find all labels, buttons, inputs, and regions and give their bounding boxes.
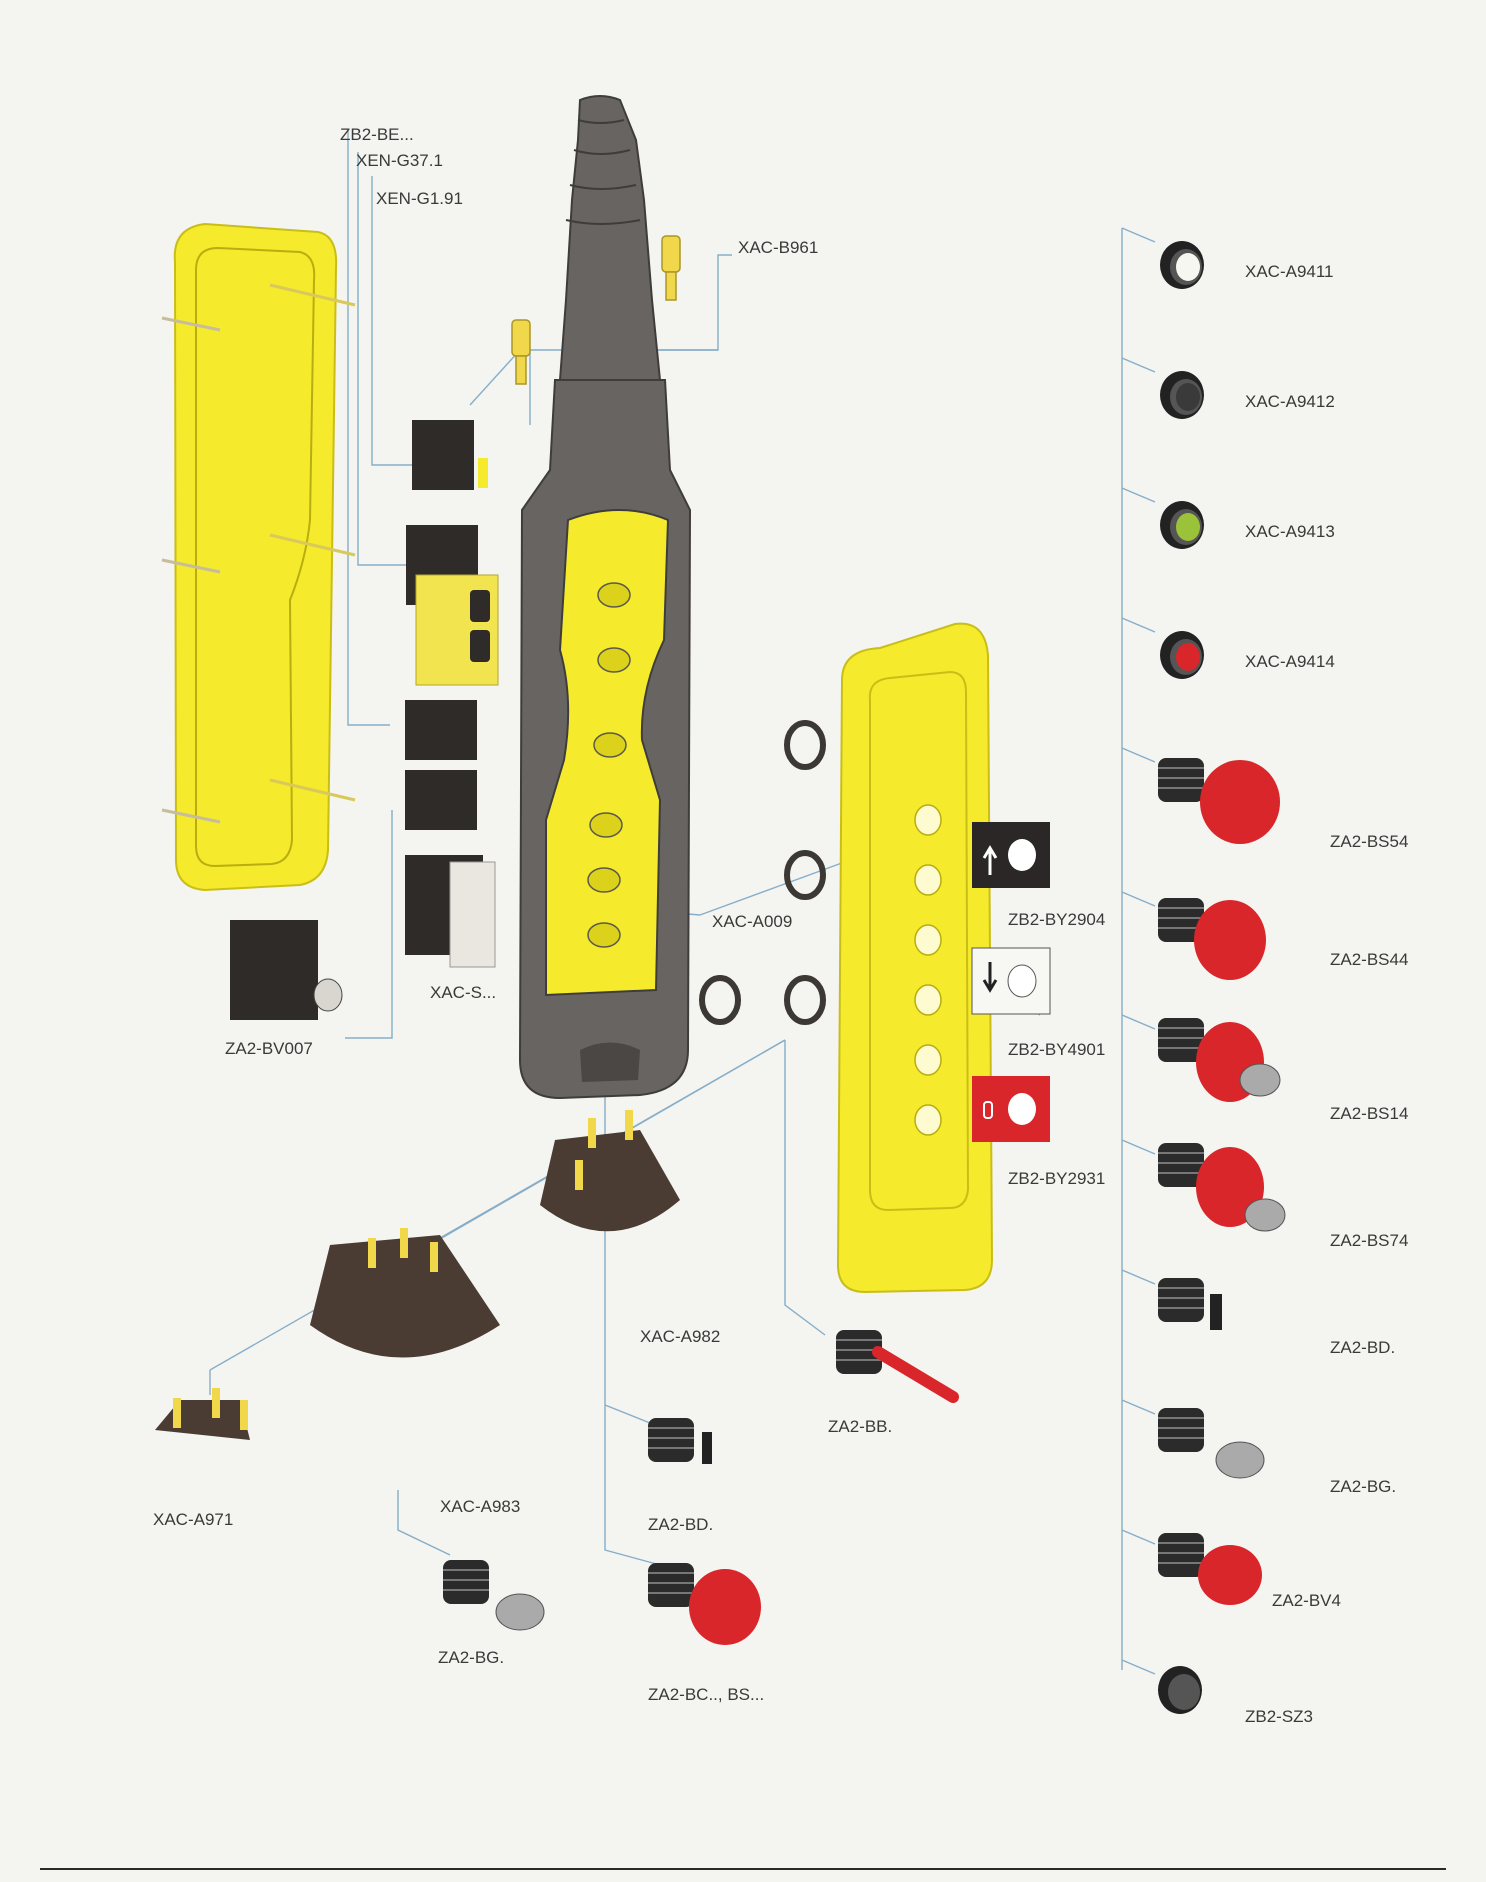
label-xac-a983: XAC-A983 (440, 1497, 520, 1516)
label-plates (971, 822, 1051, 1142)
yellow-front-cover (836, 622, 994, 1294)
label-za2-bg-left: ZA2-BG. (438, 1648, 504, 1667)
part-labels: ZB2-BE... XEN-G37.1 XEN-G1.91 XAC-B961 X… (153, 125, 1408, 1726)
label-za2-bs14: ZA2-BS14 (1330, 1104, 1408, 1123)
yellow-rear-cover (161, 222, 356, 892)
label-za2-bc-bs: ZA2-BC.., BS... (648, 1685, 764, 1704)
label-xen-g191: XEN-G1.91 (376, 189, 463, 208)
label-xac-a9411: XAC-A9411 (1245, 262, 1334, 281)
label-zb2-by2904: ZB2-BY2904 (1008, 910, 1105, 929)
label-za2-bs44: ZA2-BS44 (1330, 950, 1408, 969)
label-xac-b961: XAC-B961 (738, 238, 818, 257)
bottom-assemblies (155, 1110, 959, 1645)
pendant-body (518, 95, 692, 1100)
label-za2-bs74: ZA2-BS74 (1330, 1231, 1408, 1250)
label-za2-bb: ZA2-BB. (828, 1417, 892, 1436)
label-xen-g37: XEN-G37.1 (356, 151, 443, 170)
contact-blocks (230, 420, 499, 1020)
label-xac-a009: XAC-A009 (712, 912, 792, 931)
label-za2-bv007: ZA2-BV007 (225, 1039, 313, 1058)
label-za2-bs54: ZA2-BS54 (1330, 832, 1408, 851)
label-zb2-by4901: ZB2-BY4901 (1008, 1040, 1105, 1059)
label-za2-bg-right: ZA2-BG. (1330, 1477, 1396, 1496)
label-za2-bd-right: ZA2-BD. (1330, 1338, 1395, 1357)
label-xac-a9413: XAC-A9413 (1245, 522, 1335, 541)
label-zb2-be: ZB2-BE... (340, 125, 414, 144)
label-zb2-sz3: ZB2-SZ3 (1245, 1707, 1313, 1726)
label-zb2-by2931: ZB2-BY2931 (1008, 1169, 1105, 1188)
label-xac-a982: XAC-A982 (640, 1327, 720, 1346)
mounting-rings (699, 720, 826, 1025)
label-xac-a9414: XAC-A9414 (1245, 652, 1335, 671)
label-xac-a971: XAC-A971 (153, 1510, 233, 1529)
label-xac-s: XAC-S... (430, 983, 496, 1002)
label-za2-bv4: ZA2-BV4 (1272, 1591, 1341, 1610)
label-xac-a9412: XAC-A9412 (1245, 392, 1335, 411)
label-za2-bd-mid: ZA2-BD. (648, 1515, 713, 1534)
bottom-rule (40, 1868, 1446, 1870)
xac-b961-screws (511, 235, 681, 385)
right-column-operators (1157, 241, 1286, 1714)
